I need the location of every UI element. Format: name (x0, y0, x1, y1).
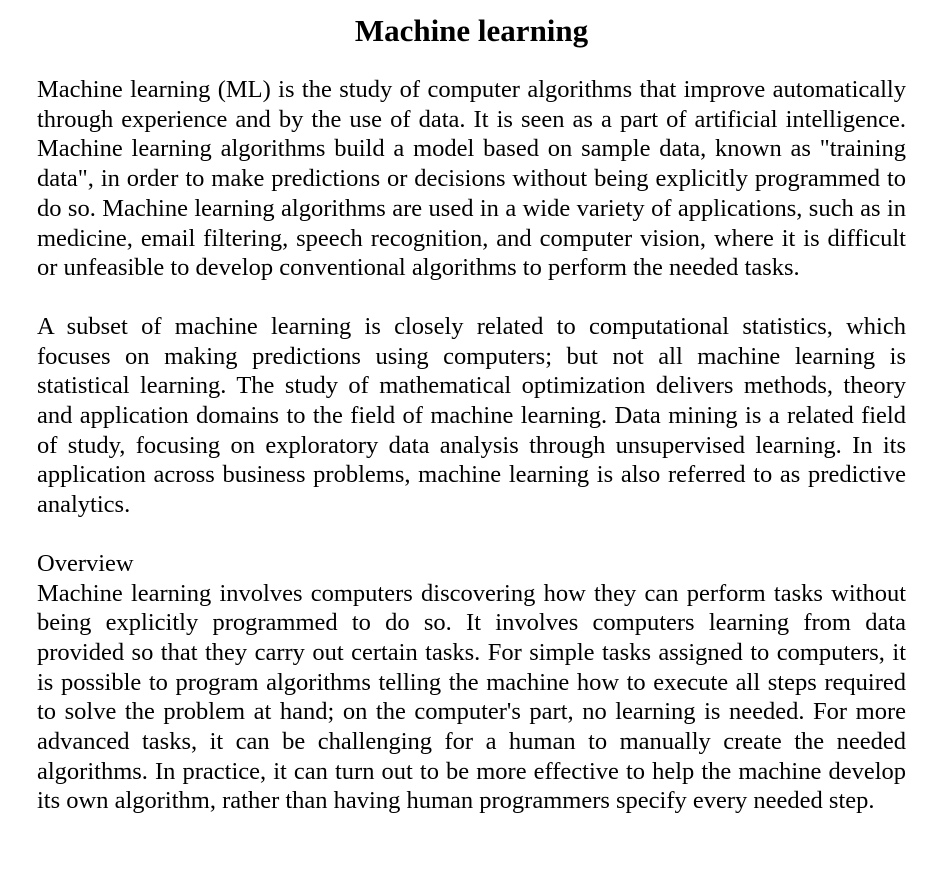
document-title: Machine learning (354, 13, 589, 48)
overview-paragraph: Machine learning involves computers disc… (37, 579, 906, 815)
subset-paragraph: A subset of machine learning is closely … (37, 312, 906, 519)
intro-paragraph: Machine learning (ML) is the study of co… (37, 76, 906, 282)
section-heading-overview: Overview (37, 549, 134, 577)
